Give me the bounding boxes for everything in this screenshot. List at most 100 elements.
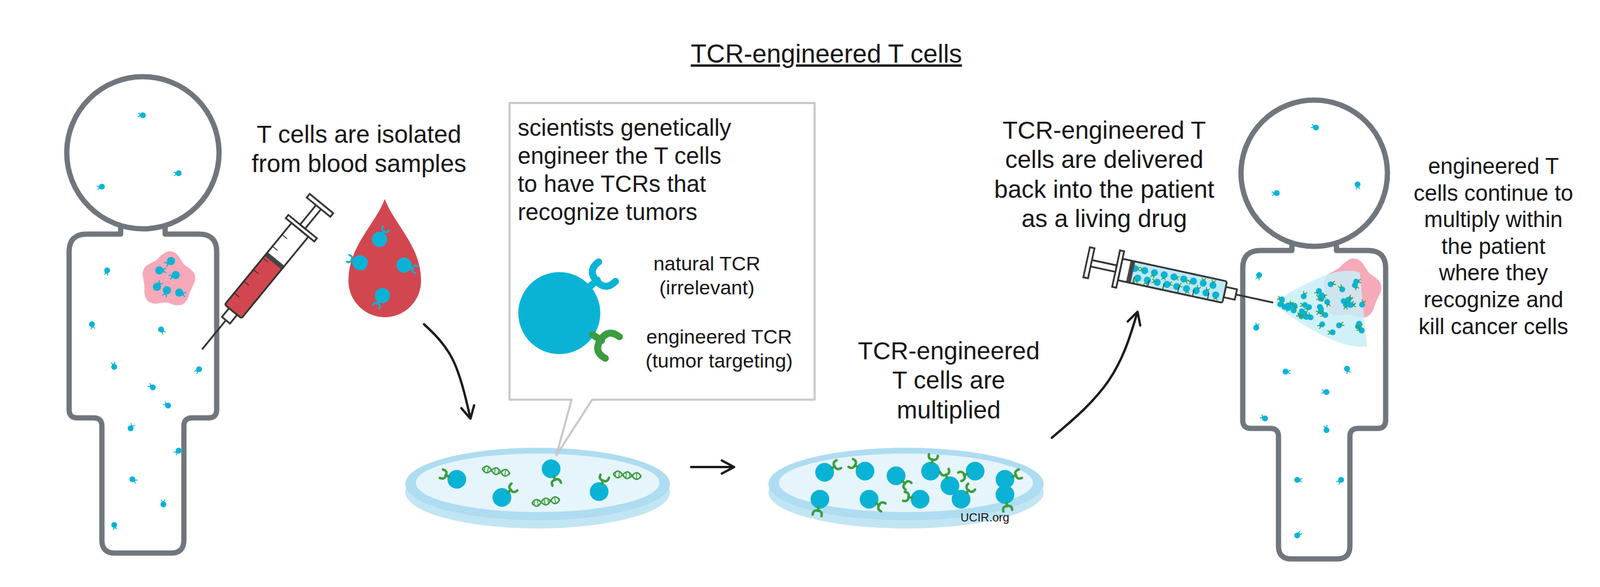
receptor [549,475,562,487]
graduation-tick [234,293,240,298]
cell-body [940,476,960,496]
receptor-cup [1260,415,1264,419]
barrel [224,223,309,319]
graduation-tick [1147,280,1150,287]
t-cell [995,469,1022,490]
cell-body [886,466,906,486]
receptor-cup [1346,371,1350,375]
receptor [1255,323,1260,327]
receptor-cup [1348,296,1353,300]
t-cell [848,459,875,481]
receptor [1302,291,1307,296]
receptor [1195,285,1200,290]
cell-body [1253,325,1260,331]
t-cell [1201,286,1211,298]
cell-body [1160,270,1169,279]
t-cell [1208,279,1218,290]
cell-body [995,485,1015,505]
cell-body [1208,281,1217,290]
engineered-cell [518,261,620,359]
receptor-cup [812,510,823,517]
cell-body [855,462,875,481]
t-cell [1149,268,1159,280]
receptor-cup [1318,299,1323,302]
step-label: engineered T cells continue to multiply … [1408,153,1579,341]
t-cell [160,500,167,508]
receptor-cup [161,330,166,335]
receptor-cup [1255,323,1260,326]
receptor [1205,287,1210,292]
petri-dish [405,448,670,529]
receptor-cup [1298,531,1302,536]
receptor-cup [1197,285,1201,290]
graduation-tick [262,258,269,263]
t-cell [1300,302,1308,309]
t-cell [104,267,111,276]
t-cell [158,326,166,335]
dna-rung [632,474,634,478]
cell-body [1344,366,1350,372]
t-cell [859,490,886,512]
t-cell [1351,282,1359,290]
t-cell [163,401,172,409]
t-cell [815,460,841,482]
receptor [1287,370,1291,374]
receptor [1151,279,1155,284]
flow-arrow [424,324,471,419]
t-cell [1317,293,1324,302]
step-label: T cells are isolated from blood samples [236,120,482,180]
cell-body [1189,277,1198,286]
cell-body [396,257,412,273]
receptor-cup [1345,301,1349,306]
cell-body [541,459,561,479]
t-cell [589,474,610,502]
receptor [132,479,138,484]
t-cell [1282,368,1291,375]
cell-body [1182,284,1191,293]
t-cell [129,476,138,484]
receptor [148,383,153,388]
t-cell [1344,366,1350,374]
t-cell [1356,320,1363,329]
barrel-white [224,223,309,319]
cell-body [111,522,118,529]
syringe [187,192,337,362]
t-cell [1338,284,1346,293]
t-cell [162,286,172,297]
receptor [162,268,166,273]
t-cell [111,522,118,531]
receptor [848,459,861,471]
receptor-cup [939,469,950,477]
dish-rim [768,448,1044,521]
cell-body [1211,291,1220,300]
receptor [1213,297,1217,301]
dna-strand [481,465,511,477]
dna-rung [639,475,641,478]
receptor [1011,469,1022,481]
receptor-cup [163,268,166,273]
receptor [1354,285,1359,290]
t-cell [371,226,389,248]
cell-body [1279,296,1285,303]
receptor-cup [1161,278,1166,281]
t-cell [958,462,985,482]
receptor-cup [1300,303,1302,307]
cell-body [1323,427,1330,434]
t-cell [1306,312,1314,321]
receptor-label: engineered TCR (tumor targeting) [634,325,805,374]
receptor-cup [1358,279,1362,283]
receptor-cup [903,492,910,503]
cell-body [1317,293,1324,300]
receptor-cup [164,261,169,267]
dna-rung [537,500,538,506]
cell-body [104,267,111,274]
receptor-cup [134,479,138,484]
t-cell [138,112,146,119]
t-cell [396,257,418,273]
receptor [1161,277,1166,281]
t-cell [1294,477,1302,484]
receptor [173,172,178,176]
receptor [1314,291,1319,296]
cell-body [1318,306,1325,313]
